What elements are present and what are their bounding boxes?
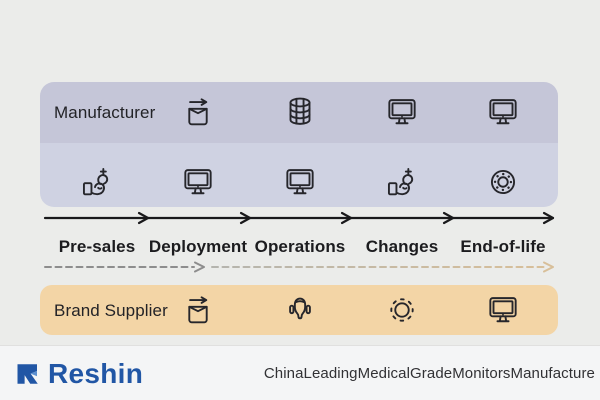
sun-icon <box>382 290 422 330</box>
dial-icon <box>483 162 523 202</box>
shipment-box-icon <box>178 92 218 132</box>
headset-icon <box>280 290 320 330</box>
phase-label-deployment: Deployment <box>148 237 248 256</box>
footer-tagline: ChinaLeadingMedicalGradeMonitorsManufact… <box>263 365 595 382</box>
solid-timeline-arrow <box>43 211 555 225</box>
monitor-icon <box>483 290 523 330</box>
shipment-box-icon <box>178 290 218 330</box>
brand-logo: Reshin <box>16 346 143 400</box>
brand-supplier-label: Brand Supplier <box>54 301 168 320</box>
phase-label-end-of-life: End-of-life <box>460 237 546 256</box>
hand-tool-icon <box>77 162 117 202</box>
database-icon <box>280 92 320 132</box>
manufacturer-band <box>40 82 558 207</box>
footer-bar: Reshin ChinaLeadingMedicalGradeMonitorsM… <box>0 345 600 400</box>
dashed-supplier-arrow <box>44 261 554 273</box>
phase-label-operations: Operations <box>254 237 346 256</box>
monitor-icon <box>382 92 422 132</box>
logo-wordmark: Reshin <box>48 357 144 389</box>
monitor-icon <box>178 162 218 202</box>
manufacturer-row-bottom <box>40 143 558 207</box>
reshin-logo-icon <box>17 363 38 384</box>
phase-label-pre-sales: Pre-sales <box>58 237 136 256</box>
manufacturer-label: Manufacturer <box>54 103 156 122</box>
monitor-icon <box>280 162 320 202</box>
monitor-icon <box>483 92 523 132</box>
phase-label-changes: Changes <box>365 237 439 256</box>
hand-tool-icon <box>382 162 422 202</box>
brand-supplier-band <box>40 285 558 335</box>
